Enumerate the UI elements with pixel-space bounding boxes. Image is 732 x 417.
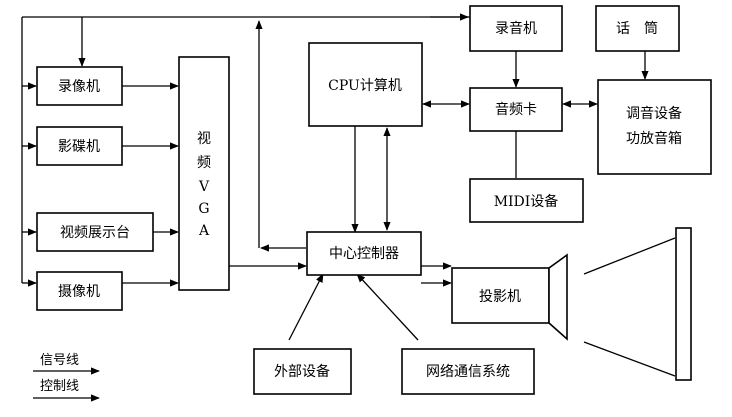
- cpu-label: CPU计算机: [328, 78, 402, 94]
- video-vga-char-2: 频: [197, 155, 211, 171]
- beam-top: [583, 237, 676, 275]
- video-vga-char-4: G: [198, 201, 209, 217]
- recorder-box: 录音机: [469, 5, 563, 52]
- amp-label-line1: 调音设备: [626, 105, 682, 122]
- controller-label: 中心控制器: [329, 246, 399, 262]
- mic-label: 话 筒: [616, 20, 658, 37]
- legend: 信号线 控制线: [33, 353, 100, 402]
- network-label: 网络通信系统: [426, 364, 510, 380]
- camera-label: 摄像机: [58, 284, 100, 300]
- vcr-box: 录像机: [36, 66, 123, 106]
- recorder-label: 录音机: [495, 20, 537, 37]
- beam-bottom: [583, 341, 676, 377]
- external-box: 外部设备: [253, 348, 352, 395]
- soundcard-label: 音频卡: [495, 101, 537, 118]
- midi-label: MIDI设备: [494, 193, 559, 210]
- projection-graphic: [548, 227, 692, 381]
- projector-label: 投影机: [479, 289, 521, 305]
- video-vga-char-1: 视: [197, 131, 211, 147]
- amplifier-box: 调音设备 功放音箱: [597, 79, 712, 175]
- video-vga-char-3: V: [198, 179, 210, 195]
- projection-screen: [675, 227, 692, 381]
- video-vga-char-5: A: [198, 223, 210, 239]
- vcd-label: 影碟机: [58, 139, 100, 155]
- vcr-label: 录像机: [58, 79, 100, 95]
- projector-box: 投影机: [451, 267, 550, 324]
- visualizer-box: 视频展示台: [36, 212, 154, 252]
- controller-box: 中心控制器: [306, 231, 422, 276]
- legend-signal-label: 信号线: [40, 353, 79, 368]
- soundcard-box: 音频卡: [469, 87, 563, 132]
- arrow-network-controller: [356, 273, 419, 341]
- mic-box: 话 筒: [595, 5, 680, 52]
- visualizer-label: 视频展示台: [60, 225, 130, 241]
- external-label: 外部设备: [274, 363, 330, 380]
- amp-label-line2: 功放音箱: [626, 130, 682, 147]
- connections: [21, 13, 649, 341]
- cpu-box: CPU计算机: [308, 42, 423, 127]
- midi-box: MIDI设备: [469, 178, 584, 223]
- legend-control-label: 控制线: [40, 379, 79, 394]
- video-vga-box: 视 频 V G A: [178, 56, 230, 291]
- camera-box: 摄像机: [36, 271, 123, 311]
- network-box: 网络通信系统: [401, 348, 535, 395]
- vcd-box: 影碟机: [36, 126, 123, 166]
- arrow-external-controller: [288, 273, 324, 341]
- projector-lens: [548, 253, 568, 341]
